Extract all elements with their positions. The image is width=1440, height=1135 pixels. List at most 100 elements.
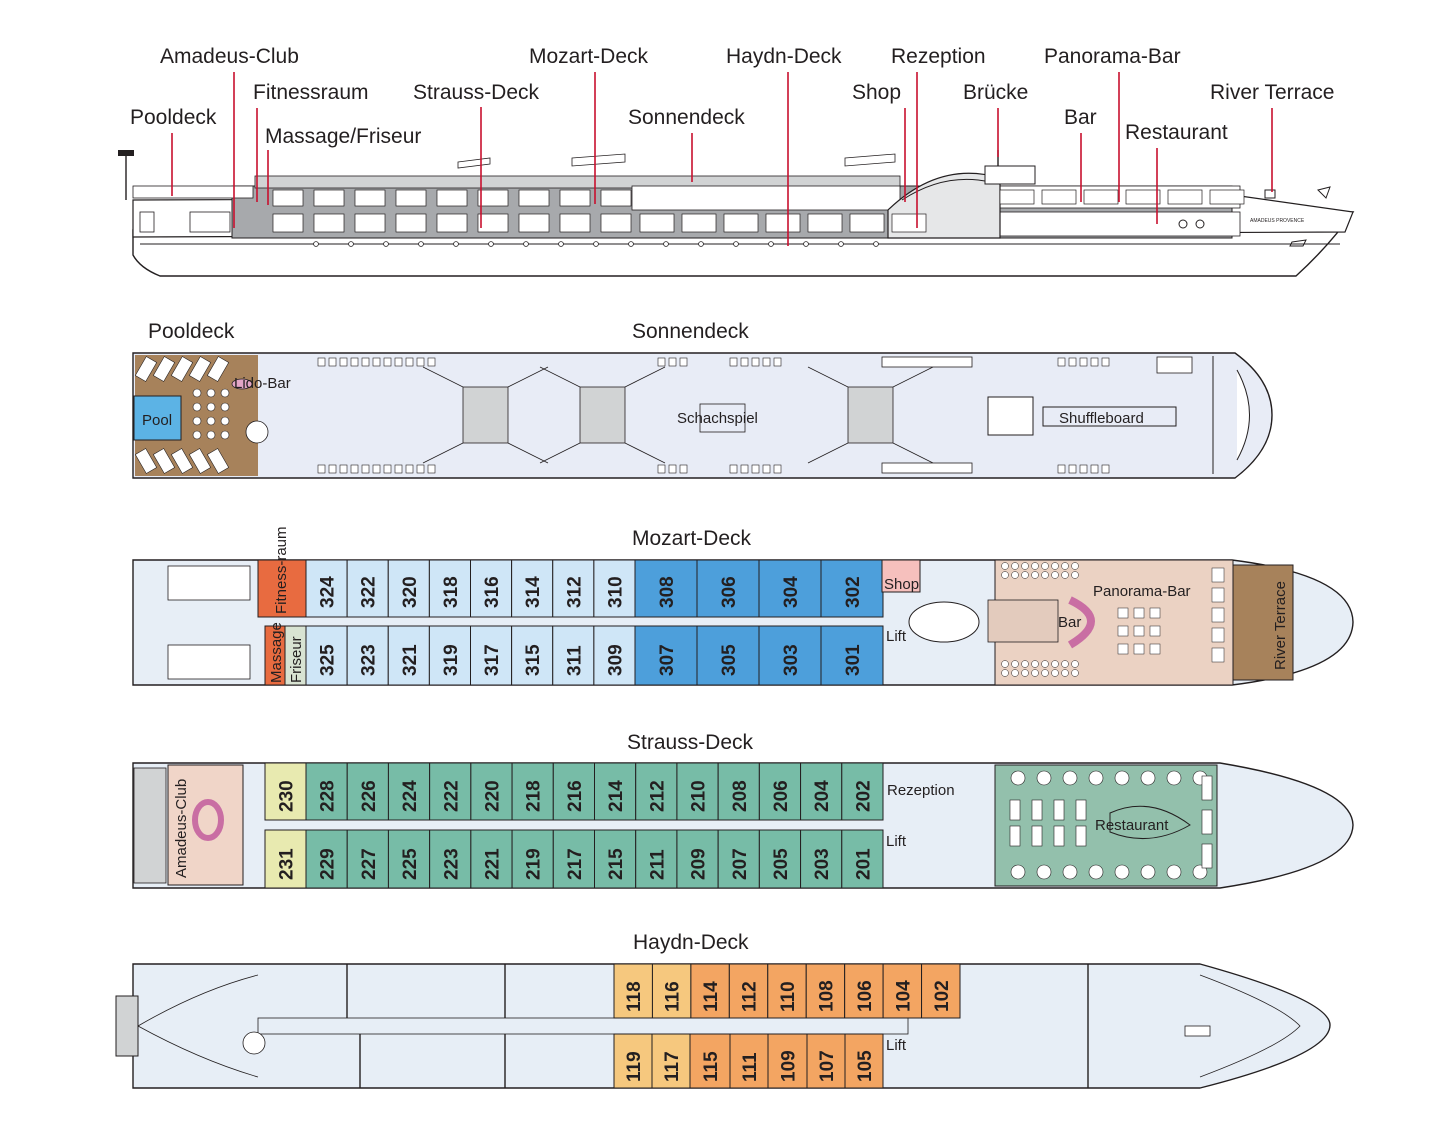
sun-deck-sonnendeck-title: Sonnendeck — [632, 320, 749, 343]
cabin-number: 228 — [318, 780, 339, 812]
cabin-312[interactable] — [552, 559, 595, 618]
cabin-201[interactable] — [841, 829, 884, 889]
sun-deck-outline — [132, 352, 1273, 479]
cabin-206[interactable] — [758, 762, 802, 821]
sun-loungers — [134, 356, 230, 474]
cabin-119[interactable] — [613, 1033, 653, 1089]
cabin-115[interactable] — [689, 1033, 731, 1089]
cabin-106[interactable] — [844, 963, 884, 1019]
cabin-306[interactable] — [696, 559, 760, 618]
bow-porthole — [1195, 219, 1205, 229]
cabin-309[interactable] — [593, 625, 636, 686]
sun-chairs-rows — [317, 357, 1110, 474]
cabin-321[interactable] — [387, 625, 430, 686]
cabin-112[interactable] — [728, 963, 769, 1019]
cabin-308[interactable] — [634, 559, 698, 618]
cabin-207[interactable] — [717, 829, 760, 889]
cabin-227[interactable] — [346, 829, 389, 889]
cabin-209[interactable] — [676, 829, 719, 889]
cabin-324[interactable] — [305, 559, 348, 618]
cabin-219[interactable] — [511, 829, 554, 889]
cabin-number: 221 — [482, 848, 503, 880]
pool-label: Pool — [142, 412, 172, 429]
cabin-307[interactable] — [634, 625, 698, 686]
cabin-number: 316 — [482, 576, 503, 608]
cabin-304[interactable] — [758, 559, 822, 618]
amadeus-club-area — [167, 764, 244, 886]
cabin-323[interactable] — [346, 625, 389, 686]
cabin-number: 323 — [359, 644, 380, 676]
cabin-202[interactable] — [841, 762, 884, 821]
cabin-114[interactable] — [690, 963, 730, 1019]
cabin-224[interactable] — [387, 762, 431, 821]
cabin-302[interactable] — [820, 559, 884, 618]
cabin-216[interactable] — [552, 762, 595, 821]
cabin-105[interactable] — [844, 1033, 884, 1089]
cabin-320[interactable] — [387, 559, 430, 618]
cabin-number: 118 — [624, 981, 645, 1012]
cabin-number: 115 — [701, 1051, 722, 1082]
cabin-number: 220 — [482, 780, 503, 812]
cabin-107[interactable] — [806, 1033, 846, 1089]
cabin-215[interactable] — [594, 829, 637, 889]
rezeption-label: Rezeption — [887, 782, 955, 799]
cabin-322[interactable] — [346, 559, 389, 618]
cabin-231[interactable] — [264, 829, 307, 889]
cabin-number: 230 — [277, 780, 298, 812]
cabin-303[interactable] — [758, 625, 822, 686]
cabin-number: 320 — [400, 576, 421, 608]
mozart-lift-label: Lift — [886, 628, 907, 645]
cabin-220[interactable] — [470, 762, 513, 821]
cabin-117[interactable] — [651, 1033, 691, 1089]
cabin-205[interactable] — [758, 829, 802, 889]
cabin-number: 109 — [779, 1050, 800, 1082]
cabin-number: 229 — [318, 848, 339, 880]
cabin-315[interactable] — [511, 625, 554, 686]
cabin-111[interactable] — [729, 1033, 769, 1089]
cabin-214[interactable] — [594, 762, 637, 821]
cabin-311[interactable] — [552, 625, 595, 686]
cabin-319[interactable] — [428, 625, 471, 686]
label-haydn-deck: Haydn-Deck — [726, 45, 842, 68]
cabin-109[interactable] — [767, 1033, 808, 1089]
label-bar: Bar — [1064, 106, 1097, 129]
cabin-104[interactable] — [882, 963, 923, 1019]
bar-counter — [1067, 596, 1095, 649]
cabin-301[interactable] — [820, 625, 884, 686]
cabin-217[interactable] — [552, 829, 595, 889]
cabin-number: 223 — [441, 848, 462, 880]
cabin-204[interactable] — [800, 762, 843, 821]
cabin-108[interactable] — [805, 963, 846, 1019]
cabin-310[interactable] — [593, 559, 636, 618]
cabin-226[interactable] — [346, 762, 389, 821]
chess-board — [699, 403, 746, 433]
cabin-210[interactable] — [676, 762, 719, 821]
cabin-102[interactable] — [921, 963, 961, 1019]
cabin-305[interactable] — [696, 625, 760, 686]
cabin-number: 310 — [605, 576, 626, 608]
cabin-number: 214 — [606, 780, 627, 812]
label-massage-friseur: Massage/Friseur — [265, 125, 421, 148]
cabin-110[interactable] — [767, 963, 807, 1019]
lido-bar-label: Lido-Bar — [234, 375, 291, 392]
cabin-314[interactable] — [511, 559, 554, 618]
label-bruecke: Brücke — [963, 81, 1028, 104]
cabin-number: 111 — [740, 1052, 761, 1082]
cabin-316[interactable] — [470, 559, 513, 618]
cabin-203[interactable] — [800, 829, 843, 889]
cabin-317[interactable] — [470, 625, 513, 686]
cabin-211[interactable] — [635, 829, 678, 889]
cabin-228[interactable] — [305, 762, 348, 821]
cabin-229[interactable] — [305, 829, 348, 889]
cabin-225[interactable] — [387, 829, 431, 889]
cabin-218[interactable] — [511, 762, 554, 821]
cabin-212[interactable] — [635, 762, 678, 821]
cabin-number: 222 — [441, 780, 462, 812]
cabin-208[interactable] — [717, 762, 760, 821]
label-amadeus-club: Amadeus-Club — [160, 45, 299, 68]
cabin-number: 108 — [816, 980, 837, 1012]
portholes — [313, 241, 879, 247]
cabin-222[interactable] — [429, 762, 472, 821]
